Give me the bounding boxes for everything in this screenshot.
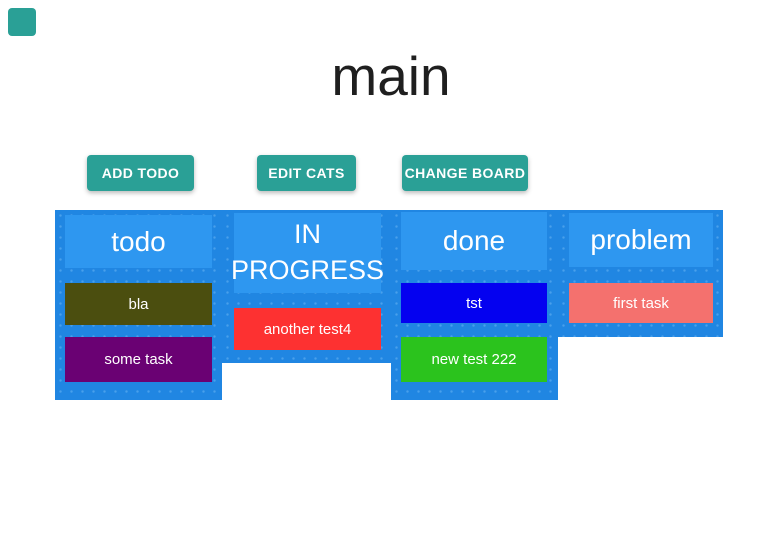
column-problem-title: problem [569,213,713,267]
task-card[interactable]: tst [401,283,547,323]
column-in-progress: IN PROGRESS another test4 [222,210,391,363]
column-problem: problem first task [558,210,723,337]
column-in-progress-title: IN PROGRESS [231,213,384,293]
task-card[interactable]: another test4 [234,308,381,350]
page-title: main [331,45,451,107]
add-todo-button[interactable]: ADD TODO [87,155,194,191]
column-done: done tst new test 222 [391,210,558,400]
column-todo: todo bla some task [55,210,222,400]
edit-cats-button[interactable]: EDIT CATS [257,155,356,191]
task-card[interactable]: bla [65,283,212,325]
task-card[interactable]: new test 222 [401,337,547,382]
task-card[interactable]: some task [65,337,212,382]
change-board-button[interactable]: CHANGE BOARD [402,155,528,191]
task-card[interactable]: first task [569,283,713,323]
column-done-title: done [401,212,547,270]
menu-button[interactable] [8,8,36,36]
column-todo-title: todo [65,215,212,268]
